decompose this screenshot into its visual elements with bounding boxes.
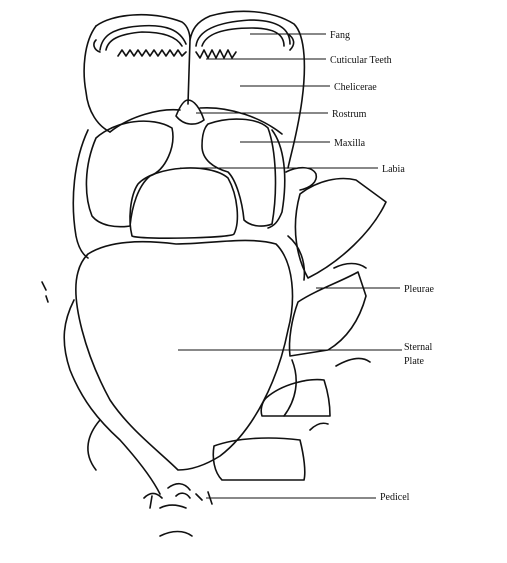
- body-outline-lower: [88, 420, 100, 470]
- label-labia: Labia: [382, 164, 405, 175]
- pleura-plate-1: [295, 179, 386, 278]
- label-plate: Plate: [404, 356, 425, 367]
- label-pedicel: Pedicel: [380, 492, 410, 503]
- pedicel: [144, 484, 212, 508]
- rostrum: [176, 100, 204, 124]
- cuticular-teeth-left: [118, 50, 186, 56]
- chelicerae-midline: [188, 40, 190, 104]
- label-maxilla: Maxilla: [334, 138, 366, 149]
- fang-groove-left-inner: [106, 32, 182, 50]
- fang-groove-right-inner: [202, 28, 284, 46]
- label-cuticular-teeth: Cuticular Teeth: [330, 55, 392, 66]
- chelicerae-left-side: [84, 26, 110, 132]
- pleura-plate-2: [289, 272, 366, 356]
- maxilla-right-edge: [268, 130, 285, 228]
- cuticular-teeth-right: [196, 50, 236, 58]
- labia: [130, 168, 237, 238]
- body-outline-left-lower: [64, 300, 160, 494]
- label-sternal: Sternal: [404, 342, 433, 353]
- fang-tip: [94, 34, 294, 52]
- maxilla-right: [202, 119, 275, 226]
- label-pleurae: Pleurae: [404, 284, 435, 295]
- pedicel-lower-mark: [160, 532, 192, 537]
- body-outline-left: [73, 130, 88, 258]
- label-rostrum: Rostrum: [332, 109, 367, 120]
- label-chelicerae: Chelicerae: [334, 82, 377, 93]
- chelicerae-bottom-right: [200, 108, 282, 134]
- pleura-plate-4: [213, 438, 305, 480]
- stray-mark: [42, 282, 48, 302]
- label-fang: Fang: [330, 30, 350, 41]
- sternal-plate: [76, 240, 293, 470]
